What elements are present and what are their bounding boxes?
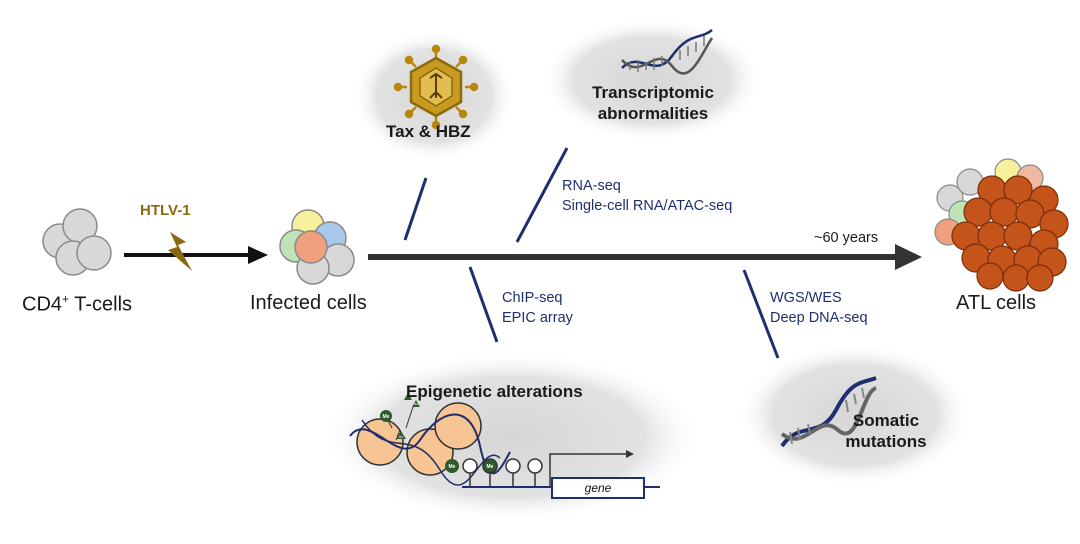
htlv1-label: HTLV-1 xyxy=(140,202,191,219)
method-epic-array: EPIC array xyxy=(502,310,573,326)
transcriptomic-line-1: Transcriptomic xyxy=(592,83,714,102)
method-deep-dna-seq: Deep DNA-seq xyxy=(770,310,868,326)
acetyl-mark-icon xyxy=(404,393,412,400)
infected-cells-label: Infected cells xyxy=(250,292,367,314)
somatic-label: Somatic mutations xyxy=(836,410,936,452)
somatic-bubble xyxy=(737,343,973,487)
chip-methods: ChIP-seq EPIC array xyxy=(502,288,573,328)
timeline-label: ~60 years xyxy=(814,230,879,246)
tss-arrow-icon xyxy=(549,453,628,487)
dna-helix-icon xyxy=(621,28,714,75)
methyl-mark-icon xyxy=(380,410,392,422)
method-rna-seq: RNA-seq xyxy=(562,178,621,194)
gene-box xyxy=(551,477,645,499)
virus-icon xyxy=(393,44,479,130)
gene-label: gene xyxy=(585,481,612,495)
rna-connector xyxy=(515,147,569,243)
wgs-connector xyxy=(742,269,780,359)
method-single-cell: Single-cell RNA/ATAC-seq xyxy=(562,198,733,214)
method-wgs-wes: WGS/WES xyxy=(770,290,842,306)
acetyl-label: Ac xyxy=(414,401,419,406)
transcriptomic-label: Transcriptomic abnormalities xyxy=(588,82,718,124)
methyl-label: Me xyxy=(383,414,390,420)
chromatin-icon: Me Ac Ac Me xyxy=(349,393,511,486)
tax-hbz-label: Tax & HBZ xyxy=(386,122,471,141)
lightning-bolt-icon xyxy=(168,232,192,271)
cpg-sites-icon xyxy=(462,458,543,486)
cd4-cells-icon xyxy=(42,208,112,276)
acetyl-mark-icon xyxy=(396,431,406,439)
double-helix-icon xyxy=(780,376,878,448)
nucleosome xyxy=(434,402,482,450)
methyl-label: Me xyxy=(449,464,456,470)
transcriptomic-bubble xyxy=(540,18,764,142)
rna-methods: RNA-seq Single-cell RNA/ATAC-seq xyxy=(562,176,732,216)
cd4-cells-label: CD4+ T-cells xyxy=(22,292,133,316)
tax-connector xyxy=(403,177,428,241)
tumor-cells-icon xyxy=(951,175,1069,292)
methyl-mark-icon xyxy=(445,459,459,473)
somatic-line-1: Somatic xyxy=(852,411,920,430)
method-chip-seq: ChIP-seq xyxy=(502,290,563,306)
acetyl-label: Ac xyxy=(399,434,404,439)
transcriptomic-line-2: abnormalities xyxy=(597,104,709,123)
infected-cells-icon xyxy=(279,209,355,285)
wgs-methods: WGS/WES Deep DNA-seq xyxy=(770,288,868,328)
somatic-line-2: mutations xyxy=(845,432,927,451)
acetyl-mark-icon xyxy=(412,400,420,407)
methyl-label: Me xyxy=(487,464,494,470)
epigenetic-label: Epigenetic alterations xyxy=(406,382,583,401)
atl-cells-label: ATL cells xyxy=(956,292,1037,314)
chip-connector xyxy=(468,266,499,343)
nucleosome xyxy=(356,418,404,466)
